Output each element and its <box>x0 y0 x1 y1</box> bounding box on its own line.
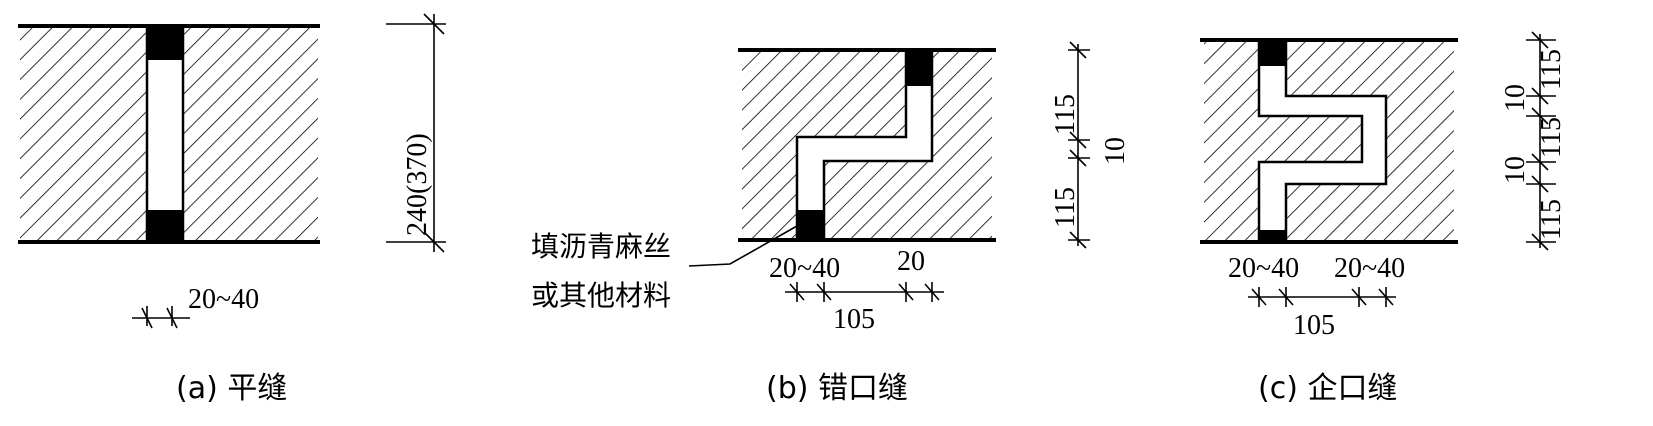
gap-dimension-right-label: 20 <box>897 246 925 277</box>
joint-gap <box>145 24 185 244</box>
gap-dimension <box>132 306 190 329</box>
span-dimension <box>1248 287 1396 307</box>
right-dim-1-label: 115 <box>1536 49 1567 90</box>
caption-c: (c) 企口缝 <box>1258 371 1397 406</box>
gap-dimension-label: 20~40 <box>188 284 259 315</box>
height-dimension <box>386 13 446 253</box>
right-dim-top-label: 115 <box>1050 94 1081 135</box>
filler-note-line2: 或其他材料 <box>531 279 671 312</box>
span-dimension-label: 105 <box>1293 310 1335 341</box>
right-dim-2-label: 10 <box>1500 84 1531 112</box>
right-vertical-dimension <box>1068 41 1090 249</box>
filler-note-line1: 填沥青麻丝 <box>531 230 671 263</box>
gap-dimension-left-label: 20~40 <box>1228 253 1299 284</box>
right-dim-5-label: 115 <box>1536 199 1567 240</box>
right-vertical-dimension <box>1526 31 1556 251</box>
wall-hatch-area <box>1204 40 1454 242</box>
joint-seal-top <box>147 26 183 60</box>
note-leader-line <box>688 225 798 267</box>
diagram-a-straight-joint: 20~40 240(370) (a) 平缝 <box>18 13 446 406</box>
diagram-c-tongue-groove-joint: 20~40 20~40 105 <box>1200 31 1567 406</box>
joint-seal-top <box>1259 40 1286 66</box>
wall-right-hatch <box>183 26 318 242</box>
span-dimension <box>785 282 944 302</box>
diagram-b-offset-joint: 填沥青麻丝 或其他材料 20~40 20 105 <box>531 41 1131 406</box>
joint-seal-bottom <box>797 210 824 240</box>
right-dim-bottom-label: 115 <box>1050 187 1081 228</box>
joint-seal-bottom <box>1259 230 1286 242</box>
right-dim-mid-label: 10 <box>1100 137 1131 165</box>
height-dimension-label: 240(370) <box>402 133 433 236</box>
gap-dimension-right-label: 20~40 <box>1334 253 1405 284</box>
wall-left-hatch <box>20 26 147 242</box>
span-dimension-label: 105 <box>833 304 875 335</box>
joint-seal-top <box>906 50 932 86</box>
gap-dimension-left-label: 20~40 <box>769 253 840 284</box>
right-dim-4-label: 10 <box>1500 156 1531 184</box>
right-dim-3-label: 115 <box>1536 117 1567 158</box>
caption-a: (a) 平缝 <box>176 371 287 406</box>
joint-seal-bottom <box>147 210 183 242</box>
caption-b: (b) 错口缝 <box>766 371 908 406</box>
